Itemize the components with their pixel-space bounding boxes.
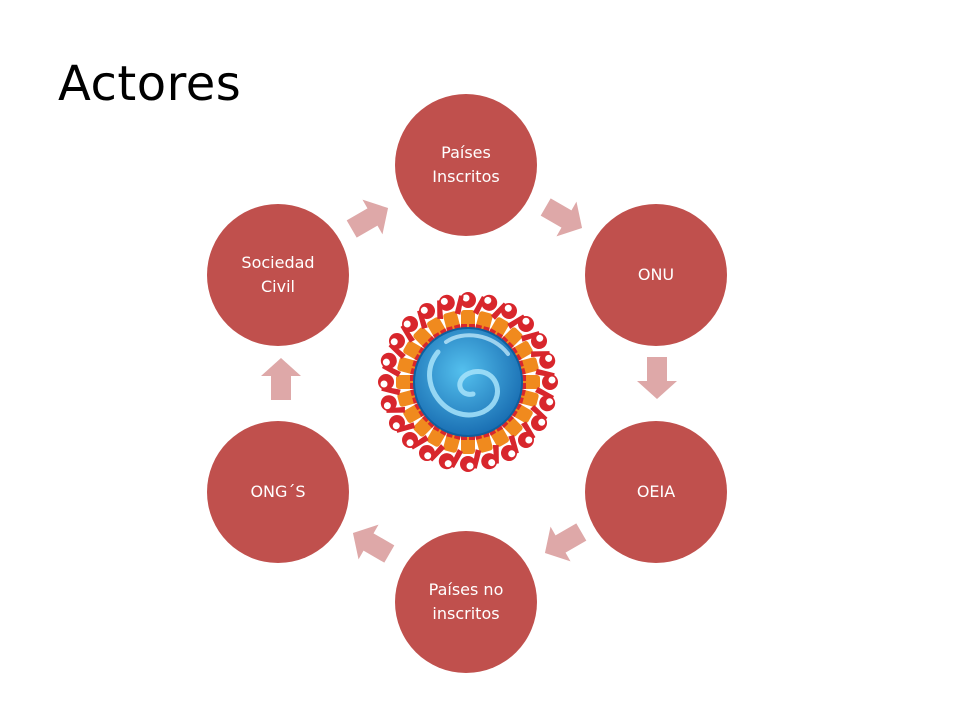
node-paises-no-inscritos: Países no inscritos xyxy=(395,531,537,673)
globe-with-people-icon xyxy=(378,292,558,472)
node-label: ONG´S xyxy=(250,482,306,501)
node-label: OEIA xyxy=(636,482,676,501)
node-sociedad-civil: Sociedad Civil xyxy=(207,204,349,346)
node-ongs: ONG´S xyxy=(207,421,349,563)
arrow-4-icon xyxy=(352,524,395,563)
node-label: Países no inscritos xyxy=(428,580,504,623)
node-label: ONU xyxy=(637,265,675,284)
arrow-5-icon xyxy=(261,358,301,400)
arrow-2-icon xyxy=(637,357,677,399)
node-onu: ONU xyxy=(585,204,727,346)
arrow-3-icon xyxy=(544,523,587,562)
arrow-6-icon xyxy=(346,199,389,238)
node-oeia: OEIA xyxy=(585,421,727,563)
node-paises-inscritos: Países Inscritos xyxy=(395,94,537,236)
node-label: Sociedad Civil xyxy=(241,253,315,296)
slide-title: Actores xyxy=(58,56,242,112)
node-label: Países Inscritos xyxy=(432,143,500,186)
arrow-1-icon xyxy=(540,198,583,237)
